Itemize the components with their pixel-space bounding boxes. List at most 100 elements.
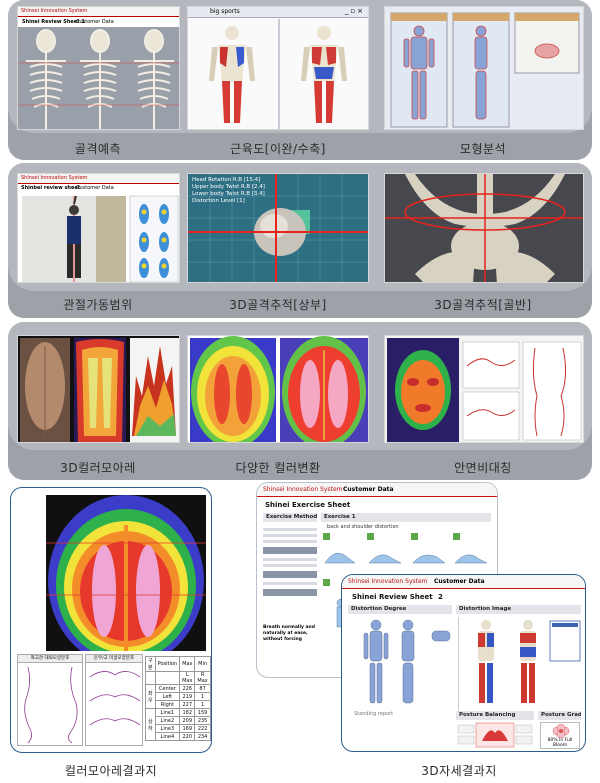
sheet-brand: Shinsei Innovation System — [257, 483, 497, 497]
face-analysis — [387, 338, 582, 442]
cell-position: Line4 — [154, 732, 181, 741]
face-asymmetry-thumb[interactable] — [384, 335, 584, 443]
graph-left-plot — [24, 666, 78, 744]
exercise-sub: back and shoulder distortion — [327, 524, 399, 530]
muscle-figures — [209, 19, 347, 129]
sheet-title: Shinei Review Sheet 2 — [352, 593, 443, 601]
customer-label: Customer Data — [343, 486, 394, 493]
moire-result-panel[interactable]: 좌고관 대퇴모양분포 둔부/고 미골모양분포 구분 Position Max M… — [10, 487, 212, 753]
section-posture-grading: Posture Grading — [538, 711, 581, 720]
window-titlebar: big sports _▫× — [188, 7, 368, 18]
moire-value-table: 구분 Position Max Min L Max R Max 좌우 Cente… — [145, 656, 211, 741]
posture-balance-chart — [457, 722, 533, 748]
sheet-page: 2 — [438, 593, 443, 601]
group-label: 상하 — [145, 708, 156, 741]
subheader: R Max — [194, 671, 211, 685]
distortion-figures — [363, 617, 581, 711]
flower-icon — [552, 724, 570, 738]
model-figures — [390, 12, 580, 128]
caption-tracking-pelvis: 3D골격추적[골반] — [434, 298, 532, 312]
group-label: 좌우 — [145, 684, 156, 709]
review-sheet-panel[interactable]: Shinsei Innovation System Customer Data … — [341, 574, 586, 752]
sheet-title: Shinei Review Sheet 1 — [22, 19, 85, 25]
graph-mid: 둔부/고 미골모양분포 — [85, 654, 143, 746]
sheet-title-text: Shinei Review Sheet — [352, 593, 433, 601]
grading-box: 80% In Full Bloom — [540, 722, 580, 749]
cell-position: Right — [154, 700, 181, 709]
section-distortion-degree: Distortion Degree — [348, 605, 452, 614]
tracking-upper-thumb[interactable]: Head Rotation R.B [15.4] Upper body Twis… — [187, 173, 369, 283]
table-row: 좌우 Center 226 87 — [145, 684, 211, 709]
cell-max: 227 — [179, 700, 196, 709]
table-row: Right 227 1 — [146, 700, 211, 709]
sheet-brand: Shinsei Innovation System — [18, 7, 179, 17]
cell-max: 226 — [179, 684, 196, 693]
model-analysis-thumb[interactable] — [384, 6, 584, 130]
cell-position: Line2 — [154, 716, 181, 725]
col-header: Min — [194, 656, 211, 672]
cell-min: 87 — [194, 684, 211, 693]
pelvis-render — [385, 174, 583, 282]
subheader — [145, 671, 156, 685]
sheet-brand: Shinsei Innovation System — [18, 174, 179, 184]
moire-back-image — [46, 495, 206, 651]
caption-color-variation: 다양한 컬러변환 — [235, 461, 321, 475]
graph-label: 둔부/고 미골모양분포 — [86, 655, 142, 663]
cell-position: Left — [154, 692, 181, 701]
table-row: Left 219 1 — [146, 692, 211, 701]
window-controls[interactable]: _▫× — [344, 7, 365, 15]
tracking-pelvis-thumb[interactable] — [384, 173, 584, 283]
caption-tracking-upper: 3D골격추적[상부] — [229, 298, 327, 312]
cell-position: Line1 — [154, 708, 181, 717]
sheet-title: Shinbei review sheet — [21, 185, 81, 191]
caption-model-analysis: 모형분석 — [459, 142, 507, 156]
caption-skeleton-prediction: 골격예측 — [74, 142, 122, 156]
subheader: L Max — [179, 671, 196, 685]
col-header: Max — [179, 656, 196, 672]
readout-line: Head Rotation R.B [15.4] — [192, 177, 261, 183]
graph-label: 좌고관 대퇴모양분포 — [18, 655, 82, 663]
customer-label: Customer Data — [434, 578, 485, 585]
cell-max: 219 — [179, 692, 196, 701]
table-row: Line3 169 222 — [146, 724, 211, 733]
cell-min: 235 — [194, 716, 211, 725]
table-row: Line4 220 234 — [146, 732, 211, 741]
caption-moire-result: 컬러모아레결과지 — [64, 764, 158, 778]
cell-max: 220 — [179, 732, 196, 741]
table-row: Line2 209 235 — [146, 716, 211, 725]
caption-joint-rom: 관절가동범위 — [63, 298, 133, 312]
cell-min: 159 — [194, 708, 211, 717]
caption-muscle-map: 근육도[이완/수축] — [230, 142, 326, 156]
readout-line: Distortion Level [1] — [192, 198, 245, 204]
tracking-grid — [188, 174, 368, 282]
subheader — [154, 671, 181, 685]
rom-photo-and-feet — [22, 195, 179, 282]
graph-left: 좌고관 대퇴모양분포 — [17, 654, 83, 746]
cell-position: Center — [154, 684, 181, 693]
caption-posture-result: 3D자세결과지 — [421, 764, 497, 778]
cell-position: Line3 — [154, 724, 181, 733]
joint-rom-thumb[interactable]: Shinsei Innovation System Shinbei review… — [17, 173, 180, 283]
col-header: 구분 — [145, 656, 156, 672]
caption-color-moire: 3D컬러모아레 — [60, 461, 136, 475]
skeleton-illustrations — [18, 27, 179, 129]
readout-line: Lower body Twist R.B [3.4] — [192, 191, 265, 197]
cell-min: 1 — [194, 700, 211, 709]
graph-mid-plot — [89, 671, 141, 726]
readout-line: Upper body Twist R.B [2.4] — [192, 184, 265, 190]
color-variation-thumb[interactable] — [187, 335, 369, 443]
section-distortion-image: Distortion Image — [456, 605, 581, 614]
color-variation-backs — [190, 336, 368, 442]
bloom-text: 80% In Full Bloom — [547, 738, 573, 748]
color-moire-thumb[interactable] — [17, 335, 180, 443]
cell-max: 169 — [179, 724, 196, 733]
muscle-map-thumb[interactable]: big sports _▫× — [187, 6, 369, 130]
skeleton-prediction-thumb[interactable]: Shinsei Innovation System Shinei Review … — [17, 6, 180, 130]
col-header: Position — [154, 656, 181, 672]
section-exercise-1: Exercise 1 — [321, 513, 491, 522]
cell-min: 234 — [194, 732, 211, 741]
customer-label: Customer Data — [76, 185, 114, 191]
cell-min: 222 — [194, 724, 211, 733]
cell-max: 182 — [179, 708, 196, 717]
customer-label: Customer Data — [76, 19, 114, 25]
